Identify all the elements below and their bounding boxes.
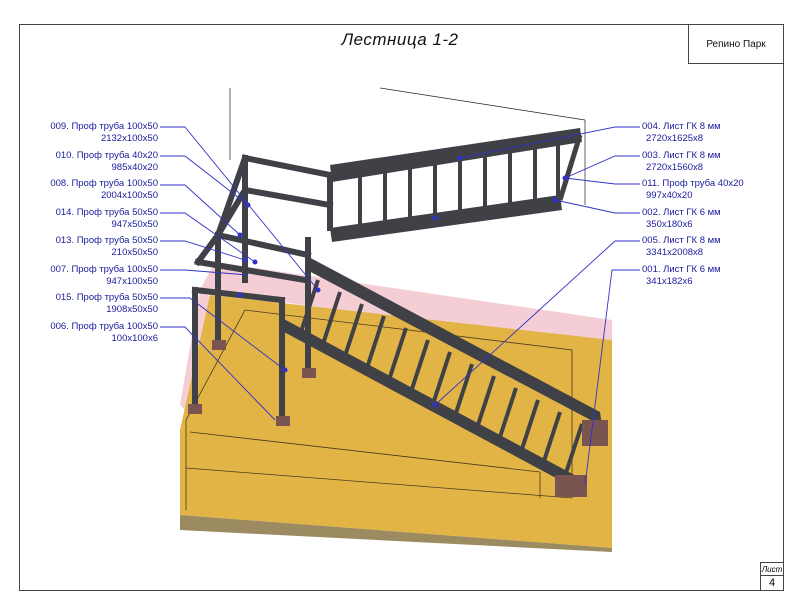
callout-part-size: 2004x100x50 — [100, 190, 158, 201]
callout-007: 007. Проф труба 100x50 947x100x50 — [0, 264, 158, 288]
callout-part-size: 2720x1625x8 — [646, 133, 704, 144]
callout-part-size: 341x182x6 — [646, 276, 693, 287]
callout-014: 014. Проф труба 50x50 947x50x50 — [0, 207, 158, 231]
base-plates — [188, 340, 608, 497]
callout-part-name: 015. Проф труба 50x50 — [55, 292, 158, 303]
slab-edge-top — [200, 262, 612, 350]
callout-013: 013. Проф труба 50x50 210x50x50 — [0, 235, 158, 259]
callout-part-size: 210x50x50 — [111, 247, 158, 258]
callout-009: 009. Проф труба 100x50 2132x100x50 — [0, 121, 158, 145]
sheet-label: Лист — [761, 565, 783, 576]
upper-flight — [330, 128, 583, 242]
leader-dots — [237, 155, 568, 408]
project-stamp: Репино Парк — [688, 24, 784, 64]
callout-part-name: 003. Лист ГК 8 мм — [642, 150, 721, 161]
sheet-number: 4 — [768, 577, 776, 589]
callout-003: 003. Лист ГК 8 мм 2720x1560x8 — [642, 150, 772, 174]
callout-part-size: 350x180x6 — [646, 219, 693, 230]
callout-005: 005. Лист ГК 8 мм 3341x2008x8 — [642, 235, 772, 259]
callout-part-name: 009. Проф труба 100x50 — [50, 121, 158, 132]
callout-part-name: 007. Проф труба 100x50 — [50, 264, 158, 275]
callout-part-name: 014. Проф труба 50x50 — [55, 207, 158, 218]
reference-lines — [229, 87, 586, 205]
floor-slab — [180, 295, 612, 548]
drawing-frame — [19, 24, 784, 591]
callout-002: 002. Лист ГК 6 мм 350x180x6 — [642, 207, 772, 231]
callout-part-name: 004. Лист ГК 8 мм — [642, 121, 721, 132]
drawing-title: Лестница 1-2 — [341, 30, 459, 49]
callout-part-size: 1908x50x50 — [106, 304, 158, 315]
sheet-number-box: Лист 4 — [760, 562, 784, 591]
callout-part-size: 947x100x50 — [106, 276, 158, 287]
callout-part-name: 010. Проф труба 40x20 — [55, 150, 158, 161]
lower-flight — [282, 255, 602, 492]
callout-part-size: 2720x1560x8 — [646, 162, 704, 173]
callout-part-size: 997x40x20 — [646, 190, 693, 201]
callout-004: 004. Лист ГК 8 мм 2720x1625x8 — [642, 121, 772, 145]
callout-part-name: 006. Проф труба 100x50 — [50, 321, 158, 332]
leader-lines — [160, 126, 640, 486]
callout-part-size: 2132x100x50 — [100, 133, 158, 144]
callout-part-name: 011. Проф труба 40x20 — [642, 178, 744, 189]
callout-part-name: 002. Лист ГК 6 мм — [642, 207, 721, 218]
callout-part-name: 013. Проф труба 50x50 — [55, 235, 158, 246]
callout-006: 006. Проф труба 100x50 100x100x6 — [0, 321, 158, 345]
floor-slab-front-edge — [180, 515, 612, 552]
callout-part-size: 3341x2008x8 — [646, 247, 704, 258]
callout-008: 008. Проф труба 100x50 2004x100x50 — [0, 178, 158, 202]
callout-015: 015. Проф труба 50x50 1908x50x50 — [0, 292, 158, 316]
callout-part-size: 985x40x20 — [111, 162, 158, 173]
callout-011: 011. Проф труба 40x20 997x40x20 — [642, 178, 772, 202]
callout-001: 001. Лист ГК 6 мм 341x182x6 — [642, 264, 772, 288]
callout-part-name: 008. Проф труба 100x50 — [50, 178, 158, 189]
callout-part-name: 005. Лист ГК 8 мм — [642, 235, 721, 246]
callout-part-name: 001. Лист ГК 6 мм — [642, 264, 721, 275]
callout-part-size: 100x100x6 — [111, 333, 158, 344]
callout-010: 010. Проф труба 40x20 985x40x20 — [0, 150, 158, 174]
callout-part-size: 947x50x50 — [111, 219, 158, 230]
